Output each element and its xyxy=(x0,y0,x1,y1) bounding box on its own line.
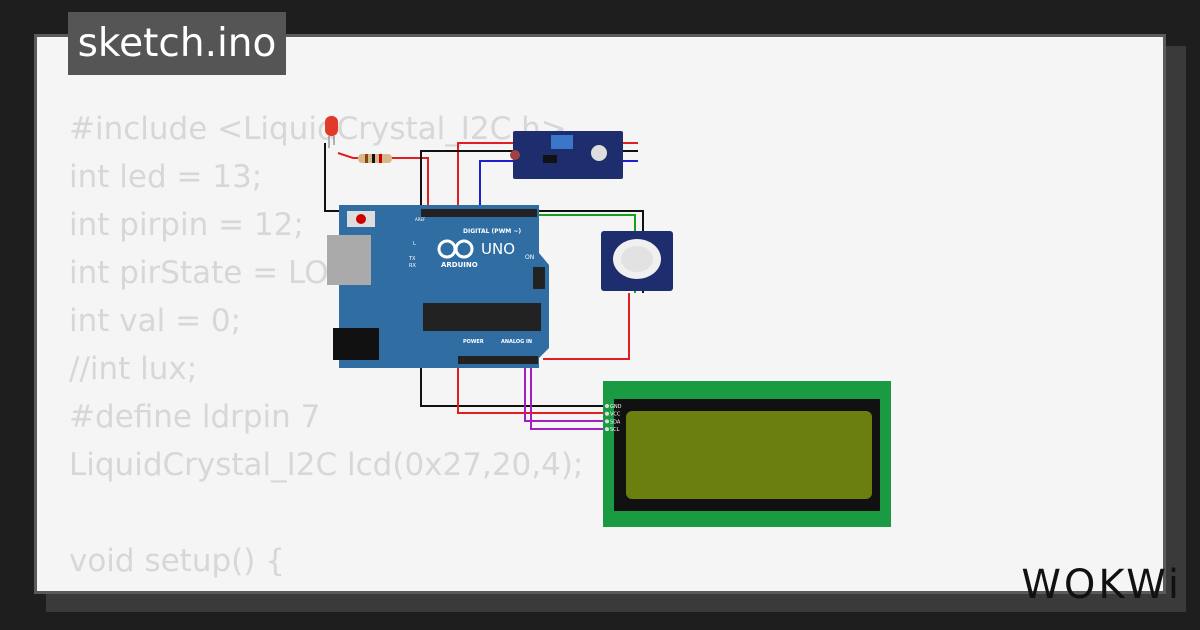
arduino-uno-board[interactable]: UNO ARDUINO DIGITAL (PWM ~) POWER ANALOG… xyxy=(327,205,549,368)
code-line: int led = 13; xyxy=(69,159,263,195)
file-tab[interactable]: sketch.ino xyxy=(68,12,286,75)
lcd-pin-label: SCL xyxy=(610,427,620,433)
lcd-pin xyxy=(605,411,609,416)
code-line: //int lux; xyxy=(69,351,198,387)
resistor-icon[interactable] xyxy=(358,154,392,163)
arduino-logo-icon xyxy=(437,239,474,259)
code-line: LiquidCrystal_I2C lcd(0x27,20,4); xyxy=(69,447,584,483)
tx-label: TX xyxy=(408,256,416,262)
code-line: int pirpin = 12; xyxy=(69,207,304,243)
wokwi-logo: WOKWi xyxy=(1021,562,1182,608)
lcd-pin-label: SDA xyxy=(610,419,621,425)
lcd-pin xyxy=(605,404,609,408)
wire-red-pir xyxy=(543,293,630,360)
on-label: ON xyxy=(525,254,534,261)
power-label: POWER xyxy=(463,339,484,345)
arduino-model: UNO xyxy=(481,240,515,258)
pir-sensor-icon[interactable] xyxy=(601,231,673,291)
code-line: int val = 0; xyxy=(69,303,242,339)
arduino-brand: ARDUINO xyxy=(441,261,478,269)
l-label: L xyxy=(413,241,416,247)
circuit-diagram[interactable]: UNO ARDUINO DIGITAL (PWM ~) POWER ANALOG… xyxy=(37,37,1166,594)
lcd-pin-label: VCC xyxy=(610,412,621,418)
ldr-module-icon[interactable] xyxy=(510,131,623,179)
code-editor[interactable]: #include <LiquidCrystal_I2C.h>int led = … xyxy=(69,105,584,591)
lcd-pin-label: GND xyxy=(610,404,622,410)
code-line: #include <LiquidCrystal_I2C.h> xyxy=(69,111,567,147)
code-line: void setup() { xyxy=(69,543,285,579)
aref-label: AREF xyxy=(415,217,426,222)
analog-label: ANALOG IN xyxy=(501,339,532,345)
wire-purple-scl xyxy=(530,363,607,430)
code-line: #define ldrpin 7 xyxy=(69,399,321,435)
rx-label: RX xyxy=(409,263,416,269)
code-card: #include <LiquidCrystal_I2C.h>int led = … xyxy=(34,34,1166,594)
lcd-pin xyxy=(605,419,609,424)
led-icon[interactable] xyxy=(325,116,338,148)
lcd-pin xyxy=(605,427,609,432)
digital-label: DIGITAL (PWM ~) xyxy=(463,228,521,235)
wire-purple-sda xyxy=(524,363,607,422)
